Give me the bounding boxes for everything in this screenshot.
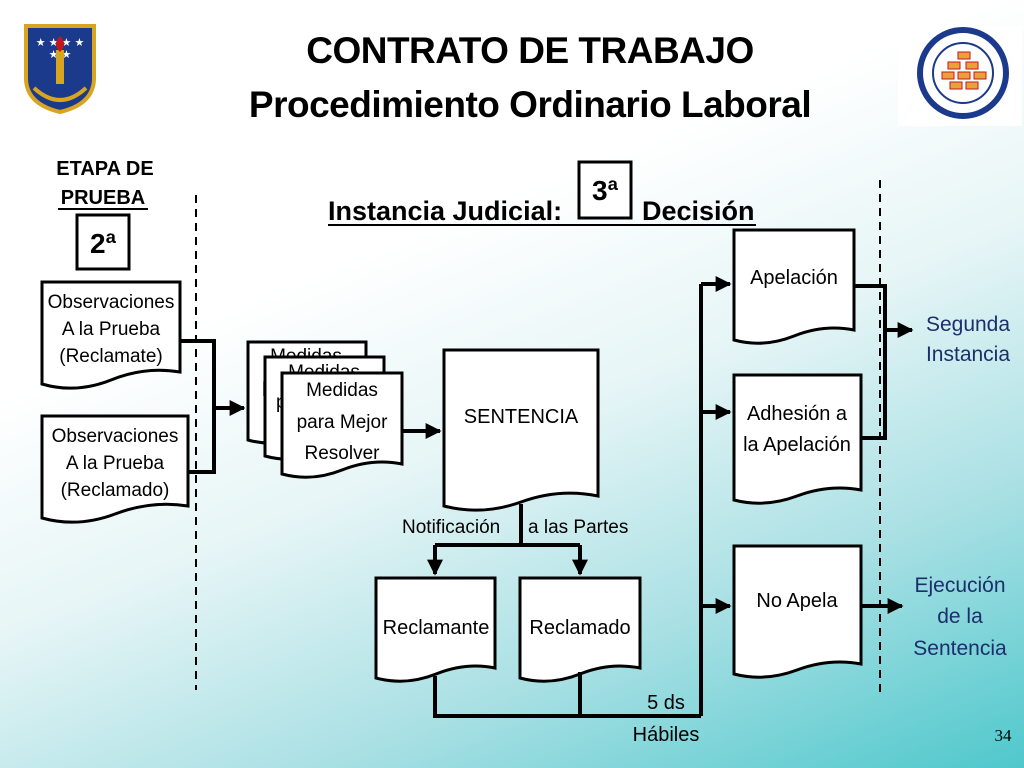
partes-join-line [433,672,701,718]
no-apela-label: No Apela [756,590,838,612]
title-line-1: CONTRATO DE TRABAJO [306,30,754,71]
instancia-badge-box [577,160,633,220]
medidas-mejor-resolver-doc: Medidas para Mejor Resolver [280,371,404,479]
notificacion-label: Notificación [402,517,500,538]
sentencia-doc: SENTENCIA [442,348,600,512]
obs2-line1: Observaciones [52,426,179,447]
etapa-badge-box [75,213,131,271]
reclamado-label: Reclamado [529,617,630,639]
notificacion-split-line [435,504,580,547]
obs2-line3: (Reclamado) [61,480,170,501]
medidas-line1: Medidas [306,380,378,401]
apelacion-doc: Apelación [732,228,856,345]
decision-label: Decisión [642,196,755,226]
plazo-line1: 5 ds [647,692,685,714]
plazo-line2: Hábiles [633,724,700,746]
adhesion-line1: Adhesión a [747,403,848,425]
apelacion-join-line [854,284,887,440]
instancia-label: Instancia Judicial: [328,196,562,226]
a-las-partes-label: a las Partes [528,517,628,538]
segunda-instancia-line1: Segunda [926,313,1010,336]
sentencia-label: SENTENCIA [464,406,579,428]
faculty-seal-logo [898,26,1022,126]
page-number: 34 [995,726,1013,745]
observaciones-reclamado-doc: Observaciones A la Prueba (Reclamado) [40,414,190,524]
ejecucion-line3: Sentencia [913,637,1007,660]
obs1-line1: Observaciones [48,292,175,313]
medidas-line2: para Mejor [297,412,388,433]
reclamante-doc: Reclamante [374,576,497,683]
observaciones-reclamante-doc: Observaciones A la Prueba (Reclamate) [40,280,182,390]
segunda-instancia-line2: Instancia [926,343,1010,366]
ejecucion-line2: de la [937,605,983,628]
reclamado-doc: Reclamado [518,576,642,683]
apelacion-label: Apelación [750,267,838,289]
adhesion-doc: Adhesión a la Apelación [732,373,863,505]
instancia-badge: 3ª [592,175,619,206]
ejecucion-line1: Ejecución [914,574,1005,597]
etapa-label-line1: ETAPA DE [56,158,153,180]
etapa-badge: 2ª [90,228,117,259]
no-apela-doc: No Apela [732,544,863,679]
etapa-label-line2: PRUEBA [61,187,145,209]
title-line-2: Procedimiento Ordinario Laboral [248,84,812,125]
obs2-line2: A la Prueba [66,453,165,474]
reclamante-label: Reclamante [383,617,490,639]
university-shield-logo: ★ ★ ★ ★ ★ ★ [24,24,96,115]
adhesion-line2: la Apelación [743,434,851,456]
medidas-line3: Resolver [305,443,381,464]
obs1-line3: (Reclamate) [59,346,162,367]
obs1-line2: A la Prueba [62,319,161,340]
